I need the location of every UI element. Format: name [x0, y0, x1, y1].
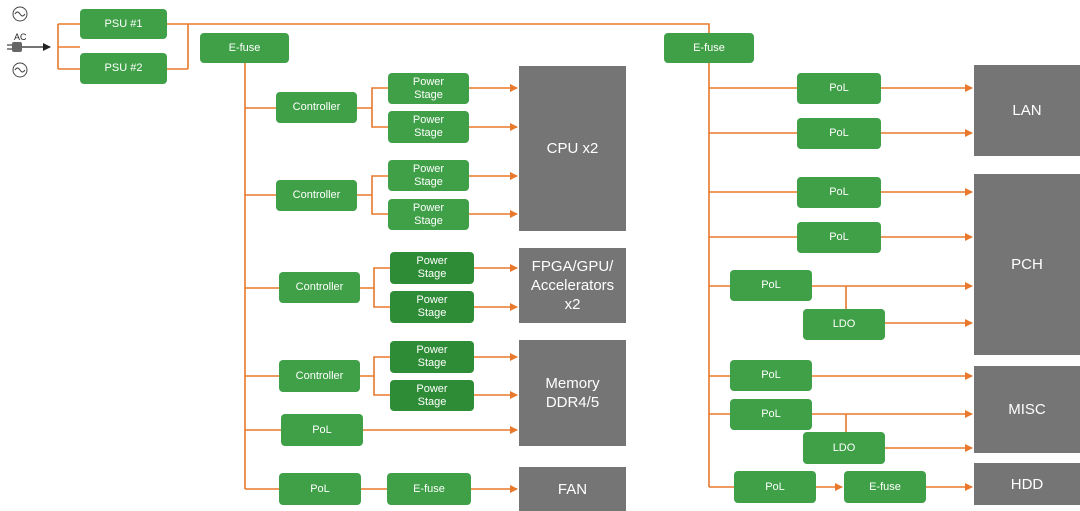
psu-2-block[interactable]: PSU #2	[80, 53, 167, 84]
lan-target: LAN	[974, 65, 1080, 156]
fpga-power-stage-2[interactable]: Power Stage	[390, 291, 474, 323]
cpu-power-stage-1[interactable]: Power Stage	[388, 73, 469, 104]
misc-pol-2[interactable]: PoL	[730, 399, 812, 430]
fan-pol[interactable]: PoL	[279, 473, 361, 505]
lan-pol-1[interactable]: PoL	[797, 73, 881, 104]
misc-ldo[interactable]: LDO	[803, 432, 885, 464]
pch-ldo[interactable]: LDO	[803, 309, 885, 340]
memory-power-stage-2[interactable]: Power Stage	[390, 380, 474, 411]
fpga-target: FPGA/GPU/ Accelerators x2	[519, 248, 626, 323]
lan-pol-2[interactable]: PoL	[797, 118, 881, 149]
memory-controller[interactable]: Controller	[279, 360, 360, 392]
cpu-power-stage-4[interactable]: Power Stage	[388, 199, 469, 230]
pch-pol-1[interactable]: PoL	[797, 177, 881, 208]
pch-target: PCH	[974, 174, 1080, 355]
pch-pol-2[interactable]: PoL	[797, 222, 881, 253]
left-efuse-block[interactable]: E-fuse	[200, 33, 289, 63]
pch-pol-3[interactable]: PoL	[730, 270, 812, 301]
hdd-pol[interactable]: PoL	[734, 471, 816, 503]
cpu-power-stage-2[interactable]: Power Stage	[388, 111, 469, 143]
cpu-controller-2[interactable]: Controller	[276, 180, 357, 211]
ac-label: AC	[14, 32, 27, 42]
hdd-target: HDD	[974, 463, 1080, 505]
psu-1-block[interactable]: PSU #1	[80, 9, 167, 39]
cpu-controller-1[interactable]: Controller	[276, 92, 357, 123]
memory-target: Memory DDR4/5	[519, 340, 626, 446]
cpu-power-stage-3[interactable]: Power Stage	[388, 160, 469, 191]
memory-pol[interactable]: PoL	[281, 414, 363, 446]
fpga-controller[interactable]: Controller	[279, 272, 360, 303]
fpga-power-stage-1[interactable]: Power Stage	[390, 252, 474, 284]
fan-efuse[interactable]: E-fuse	[387, 473, 471, 505]
right-efuse-block[interactable]: E-fuse	[664, 33, 754, 63]
cpu-target: CPU x2	[519, 66, 626, 231]
hdd-efuse[interactable]: E-fuse	[844, 471, 926, 503]
memory-power-stage-1[interactable]: Power Stage	[390, 341, 474, 373]
ac-plug-icon	[7, 42, 51, 52]
misc-pol-1[interactable]: PoL	[730, 360, 812, 391]
fan-target: FAN	[519, 467, 626, 511]
misc-target: MISC	[974, 366, 1080, 453]
ac-source-icon	[12, 6, 28, 78]
